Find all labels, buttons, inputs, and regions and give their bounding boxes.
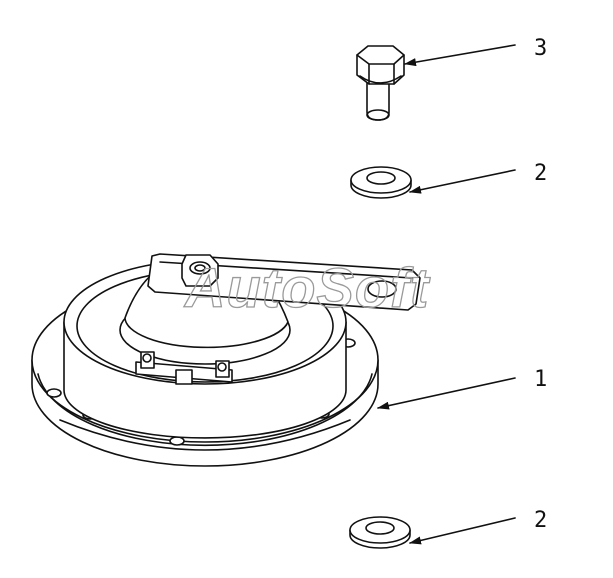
leader-line-washer-top — [409, 169, 516, 194]
flat-washer-top-part — [350, 166, 412, 199]
callout-label-washer-top: 2 — [534, 161, 547, 186]
flat-washer-bottom-part — [349, 516, 411, 549]
horn-assembly-part — [31, 253, 421, 467]
leader-line-bolt — [404, 44, 516, 67]
callout-label-bolt: 3 — [534, 36, 547, 61]
callout-label-horn: 1 — [534, 367, 547, 392]
leader-lines — [377, 44, 516, 545]
hex-bolt-part — [356, 45, 405, 121]
callout-label-washer-bottom: 2 — [534, 508, 547, 533]
leader-line-horn — [377, 377, 516, 410]
leader-line-washer-bottom — [409, 517, 516, 545]
watermark-text: AutoSoft — [183, 256, 431, 319]
